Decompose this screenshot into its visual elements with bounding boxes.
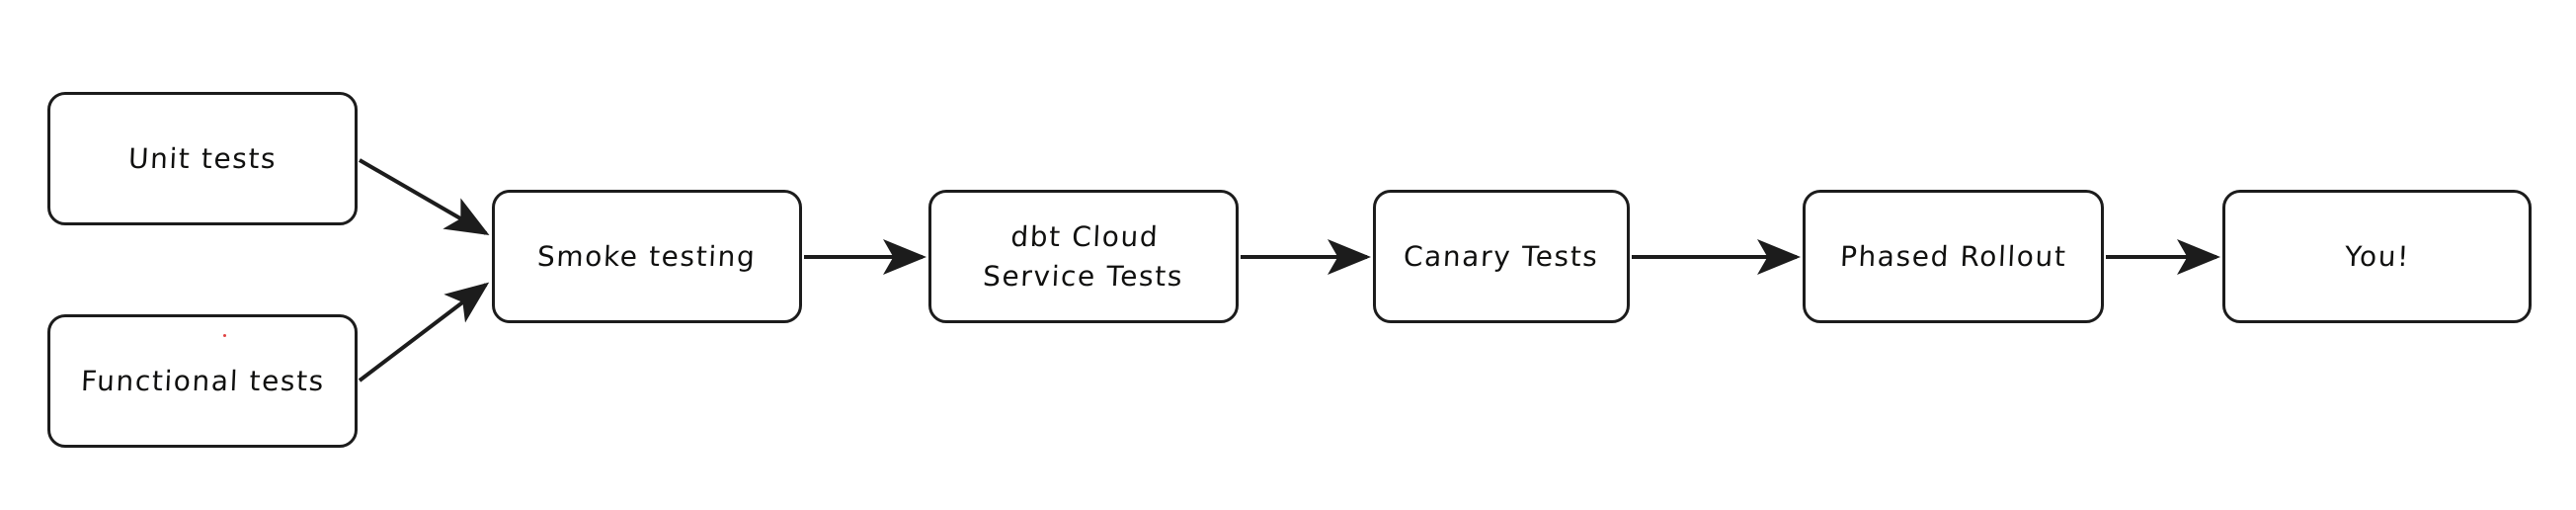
node-unit-tests[interactable]: Unit tests	[47, 92, 358, 225]
edge-functional-to-smoke	[358, 282, 490, 382]
node-dbt-cloud-service-tests[interactable]: dbt Cloud Service Tests	[928, 190, 1239, 323]
red-speck-artifact	[223, 334, 226, 337]
node-label: Smoke testing	[536, 239, 758, 273]
node-label: Functional tests	[79, 364, 326, 397]
node-smoke-testing[interactable]: Smoke testing	[492, 190, 802, 323]
node-label: Phased Rollout	[1839, 239, 2067, 273]
node-you[interactable]: You!	[2222, 190, 2532, 323]
node-label: You!	[2343, 239, 2411, 273]
node-phased-rollout[interactable]: Phased Rollout	[1803, 190, 2104, 323]
node-functional-tests[interactable]: Functional tests	[47, 314, 358, 448]
node-label: dbt Cloud Service Tests	[981, 219, 1184, 293]
edge-unit-to-smoke	[358, 158, 490, 236]
node-label: Canary Tests	[1403, 239, 1600, 273]
node-label: Unit tests	[127, 141, 278, 175]
node-canary-tests[interactable]: Canary Tests	[1373, 190, 1630, 323]
